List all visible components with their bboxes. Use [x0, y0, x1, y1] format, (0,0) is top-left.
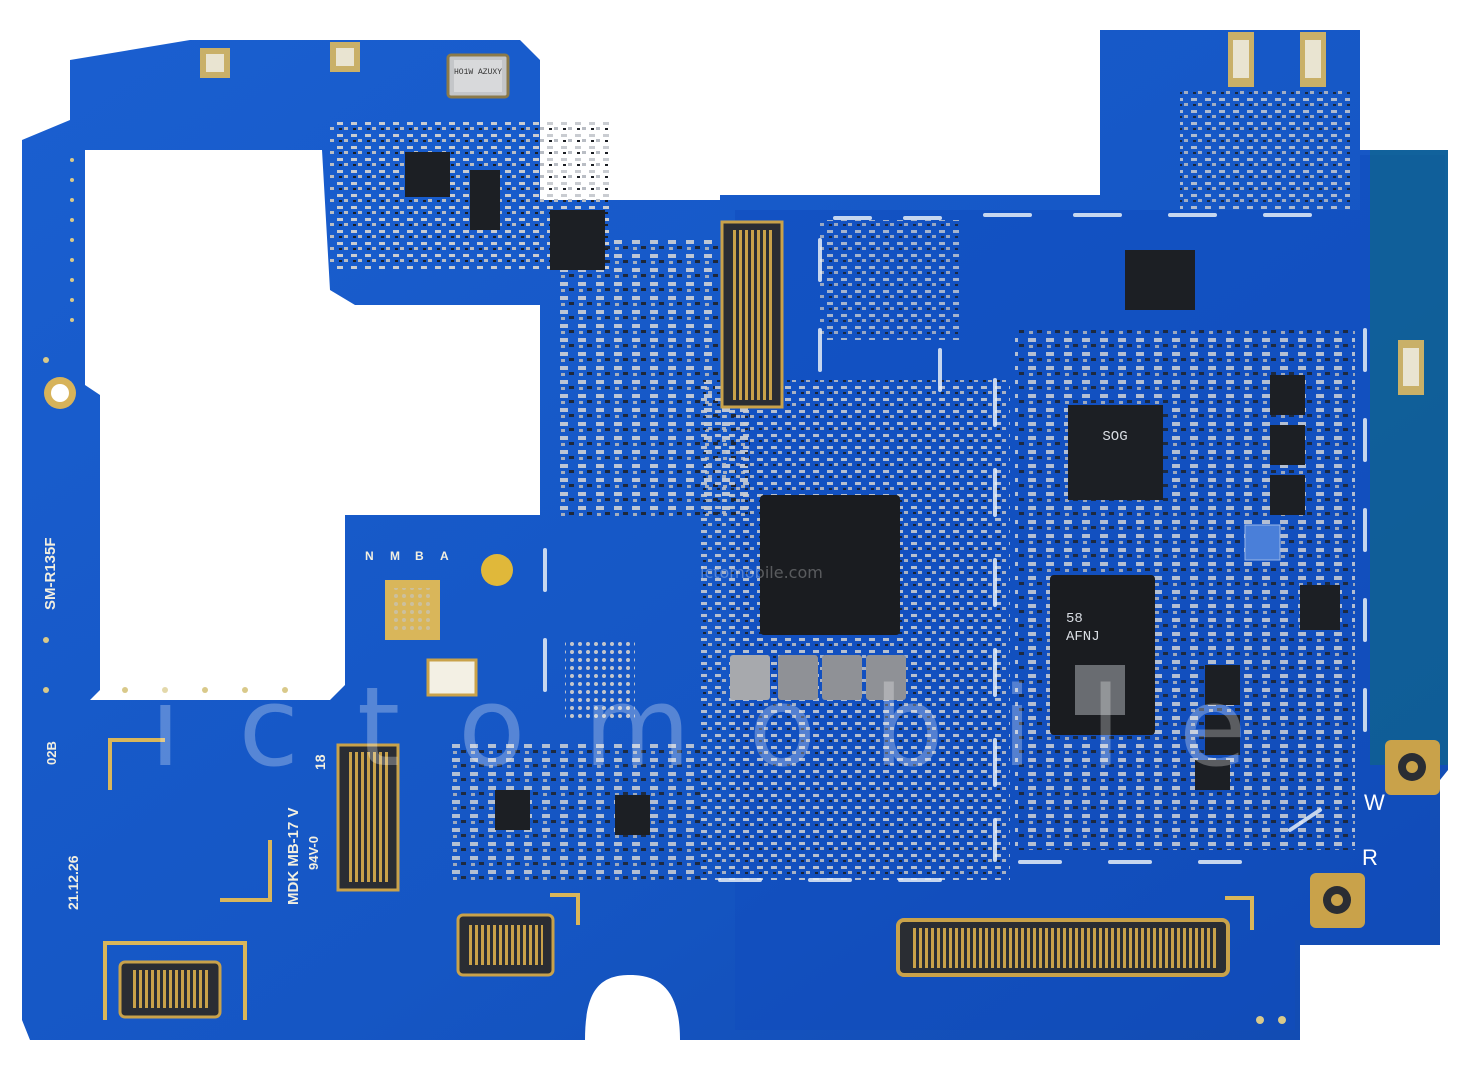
- antenna-clip-5: [1398, 340, 1424, 395]
- ic-lower-2: [615, 795, 650, 835]
- ic-right-2: [1270, 425, 1305, 465]
- ic-power: [1068, 405, 1163, 500]
- watermark-url: ictomobile.com: [700, 563, 823, 582]
- antenna-clip-1: [200, 48, 230, 78]
- antenna-clip-4: [1300, 32, 1326, 87]
- pmic-label: SOG: [1102, 429, 1127, 445]
- connector-bottom-main: [896, 918, 1230, 977]
- ic-bga-small: [565, 640, 635, 720]
- ic-soc-main: [760, 495, 900, 635]
- edge-strip-right: [1370, 150, 1448, 765]
- test-letter-b: B: [415, 549, 424, 563]
- bracket-4: [550, 893, 580, 925]
- emmc-line1: 58: [1066, 611, 1083, 627]
- connector-small-2: [118, 960, 222, 1019]
- ic-right-4: [1300, 585, 1340, 630]
- watermark-big: ictomobile: [150, 663, 1305, 791]
- maker-text: MDK MB-17 V: [285, 807, 302, 905]
- ic-right-1: [1270, 375, 1305, 415]
- model-text: SM-R135F: [42, 537, 59, 610]
- test-pad-gold: [481, 554, 513, 586]
- ic-top-1: [405, 152, 450, 197]
- bracket-1: [108, 738, 165, 790]
- sensor-blue: [1244, 524, 1281, 561]
- inductor-row: [730, 655, 906, 700]
- edge-vias: [43, 158, 1286, 1024]
- test-letter-n: N: [365, 549, 374, 563]
- antenna-clip-3: [1228, 32, 1254, 87]
- mark-w: W: [1364, 790, 1385, 815]
- ic-pmic: [1125, 250, 1195, 310]
- connector-small-1: [456, 913, 555, 977]
- test-letter-m: M: [390, 549, 400, 563]
- test-letter-a: A: [440, 549, 449, 563]
- rf-connector-r: [1310, 873, 1365, 928]
- shield-dashes: [543, 213, 1367, 882]
- layer-text: 18: [312, 754, 328, 770]
- rf-connector-w: [1385, 740, 1440, 795]
- antenna-clip-2: [330, 42, 360, 72]
- rating-text: 94V-0: [306, 836, 321, 870]
- bracket-2: [220, 840, 272, 902]
- crystal-label: HO1W AZUXY: [454, 68, 502, 77]
- emmc-line2: AFNJ: [1066, 629, 1100, 645]
- component-field-lower: [450, 740, 700, 880]
- mark-r: R: [1362, 845, 1378, 870]
- date-text: 21.12.26: [65, 855, 81, 910]
- component-field-center2: [820, 220, 960, 340]
- component-field-topright: [1180, 90, 1350, 210]
- ic-lower-1: [495, 790, 530, 830]
- ic-right-7: [1195, 760, 1230, 790]
- ic-right-6: [1205, 715, 1240, 755]
- bracket-5: [1225, 896, 1254, 930]
- ic-right-3: [1270, 475, 1305, 515]
- connector-lower-left: [336, 743, 400, 892]
- crystal-oscillator: HO1W AZUXY: [446, 53, 510, 99]
- ic-right-5: [1205, 665, 1240, 705]
- ic-top-2: [550, 210, 605, 270]
- board-window: [88, 152, 538, 695]
- bracket-3: [103, 941, 247, 1020]
- connector-top: [720, 220, 784, 409]
- ic-top-3: [470, 170, 500, 230]
- revision-text: 02B: [44, 741, 59, 765]
- white-pad: [426, 658, 478, 697]
